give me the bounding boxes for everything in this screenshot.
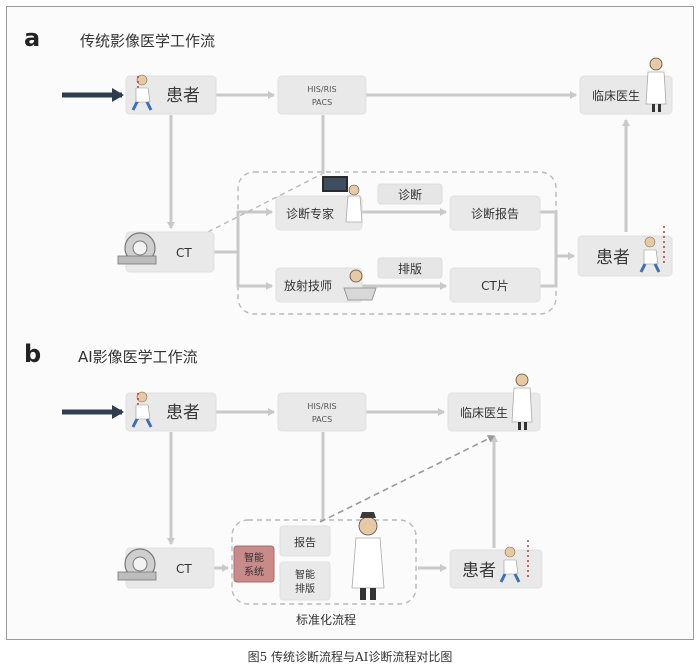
patient-icon bbox=[131, 391, 153, 428]
panel-a-diagnose-label: 诊断 bbox=[398, 187, 422, 202]
ct-scanner-icon bbox=[117, 548, 157, 581]
figure-caption: 图5 传统诊断流程与AI诊断流程对比图 bbox=[247, 650, 453, 664]
panel-b-smart-system-label-1: 智能 bbox=[244, 551, 264, 564]
panel-a-tech-node bbox=[275, 267, 363, 303]
doctor-icon bbox=[511, 373, 533, 430]
panel-b-smart-layout-label-2: 排版 bbox=[295, 582, 315, 595]
panel-a-tech-label: 放射技师 bbox=[284, 278, 332, 293]
expert-icon bbox=[322, 176, 363, 223]
technician-icon bbox=[343, 269, 377, 301]
panel-a-pacs-label: PACS bbox=[312, 98, 332, 107]
panel-a-patient2-label: 患者 bbox=[596, 248, 630, 268]
panel-b-report-node bbox=[279, 525, 331, 557]
panel-b-pacs-label: PACS bbox=[312, 415, 332, 424]
panel-a-film-node bbox=[449, 267, 541, 303]
panel-a-letter: a bbox=[24, 24, 40, 52]
panel-b-clinician-label: 临床医生 bbox=[460, 406, 508, 420]
ct-scanner-icon bbox=[117, 232, 157, 265]
panel-a-arrow-report-patient bbox=[540, 210, 575, 260]
panel-a-ct-label: CT bbox=[176, 246, 192, 260]
panel-a-film-label: CT片 bbox=[481, 279, 509, 293]
panel-a-arrow-ct-expert bbox=[212, 212, 272, 254]
panel-b-standard-label: 标准化流程 bbox=[296, 612, 356, 627]
patient-icon bbox=[131, 74, 153, 111]
panel-b-patient-label: 患者 bbox=[166, 403, 200, 423]
panel-a-layout-label: 排版 bbox=[398, 262, 422, 276]
doctor-icon bbox=[645, 57, 667, 112]
panel-b-smart-layout-node bbox=[279, 561, 331, 601]
panel-b-patient2-node bbox=[449, 549, 543, 589]
panel-a-arrow-ct-tech bbox=[236, 252, 273, 290]
panel-a-expert-label: 诊断专家 bbox=[286, 206, 334, 221]
panel-b-title: AI影像医学工作流 bbox=[78, 348, 198, 366]
panel-a-layout-tag bbox=[377, 257, 443, 279]
panel-b-letter: b bbox=[24, 340, 41, 368]
panel-b-smart-system-label-2: 系统 bbox=[244, 565, 264, 578]
panel-b-smart-system-node bbox=[233, 545, 275, 583]
panel-a-his-node bbox=[277, 75, 367, 115]
panel-a-diagnose-tag bbox=[377, 183, 443, 205]
panel-a-clinician-label: 临床医生 bbox=[592, 89, 640, 103]
patient2-icon bbox=[499, 540, 529, 583]
panel-b-report-label: 报告 bbox=[294, 535, 316, 549]
patient2-icon bbox=[639, 226, 665, 273]
panel-b-dashed-ai-clinician bbox=[319, 435, 495, 523]
panel-b-smart-layout-label-1: 智能 bbox=[295, 568, 315, 581]
panel-a-line-film-patient bbox=[540, 256, 558, 288]
panel-a-his-label: HIS/RIS bbox=[307, 85, 336, 94]
panel-b-ct-label: CT bbox=[176, 562, 192, 576]
panel-a-report-node bbox=[449, 195, 541, 231]
panel-b-patient2-label: 患者 bbox=[462, 561, 496, 581]
ai-doctor-icon bbox=[351, 512, 385, 600]
panel-a-report-label: 诊断报告 bbox=[471, 206, 519, 221]
panel-a-dashed-link bbox=[199, 173, 323, 237]
panel-a-title: 传统影像医学工作流 bbox=[80, 32, 215, 50]
panel-b-his-node bbox=[277, 392, 367, 432]
panel-b-his-label: HIS/RIS bbox=[307, 402, 336, 411]
panel-a-expert-node bbox=[275, 195, 363, 231]
panel-a-patient-label: 患者 bbox=[166, 86, 200, 106]
